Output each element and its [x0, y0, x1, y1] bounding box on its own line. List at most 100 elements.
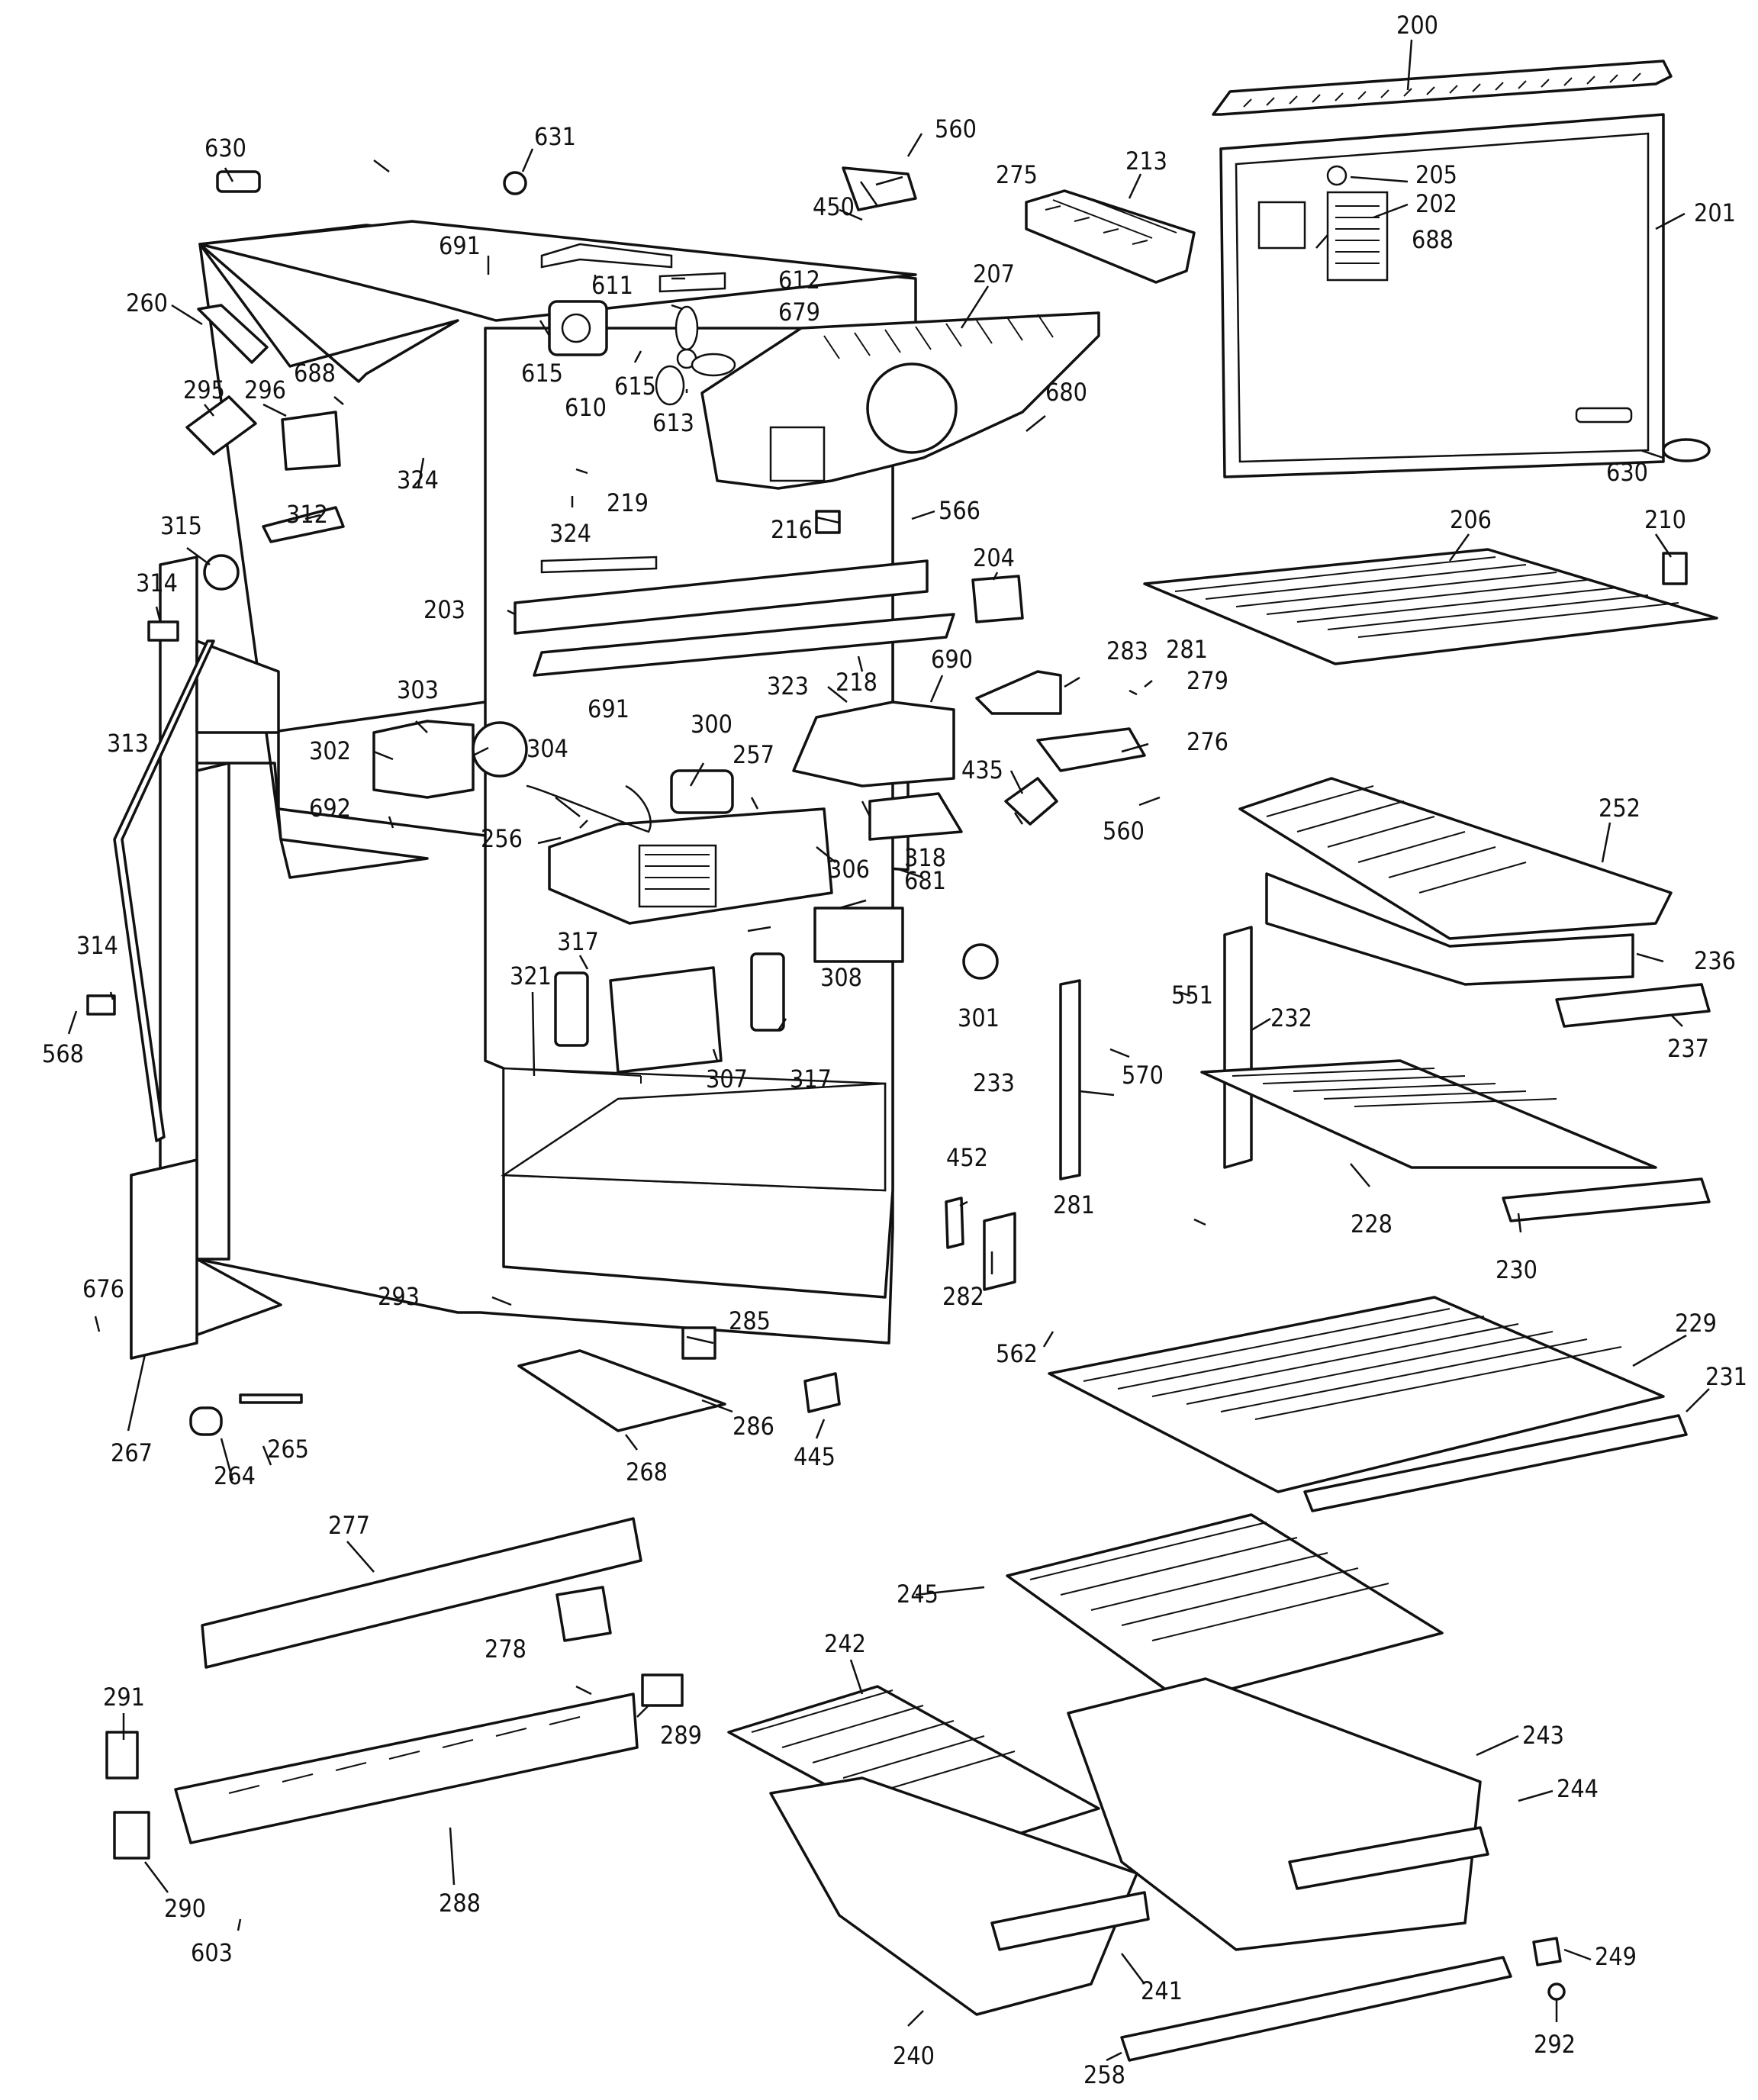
rail-232-drawing — [1223, 926, 1253, 1169]
crisper-drawer-243-drawing — [1067, 1677, 1482, 1951]
part-label-304: 304 — [526, 734, 568, 763]
pipe-260-drawing — [197, 304, 269, 364]
part-label-245: 245 — [897, 1580, 939, 1609]
part-label-202: 202 — [1415, 189, 1457, 218]
part-label-285: 285 — [729, 1306, 771, 1335]
part-label-691: 691 — [439, 231, 481, 260]
part-label-283: 283 — [1106, 636, 1148, 665]
drawer-236-drawing — [1265, 872, 1634, 986]
part-label-308: 308 — [820, 963, 862, 992]
part-label-289: 289 — [660, 1721, 702, 1750]
damper-drawing — [372, 720, 528, 799]
cover-308-drawing — [813, 907, 904, 963]
part-number-labels: 200 201 202 203 204 205 206 207 210 213 … — [42, 11, 1747, 2089]
part-label-257: 257 — [732, 740, 774, 769]
thermostat-drawing — [526, 769, 734, 833]
light-socket-drawing — [554, 971, 589, 1047]
part-label-315: 315 — [160, 511, 202, 540]
part-label-277: 277 — [328, 1511, 370, 1540]
part-label-615-right: 615 — [614, 372, 656, 401]
leader-lines — [67, 39, 1710, 2062]
bracket-612-drawing — [658, 272, 726, 293]
bracket-290-drawing — [113, 1811, 150, 1860]
grommet-631-drawing — [503, 171, 527, 195]
part-label-324-lower: 324 — [549, 519, 591, 548]
ice-tray-drawing — [1025, 189, 1196, 284]
part-label-200: 200 — [1396, 11, 1438, 40]
latch-630-door-drawing — [1662, 438, 1711, 462]
knob-301-drawing — [962, 943, 999, 980]
cover-296-drawing — [281, 411, 341, 471]
part-label-688-door: 688 — [1412, 225, 1454, 254]
fitting-315-drawing — [203, 554, 240, 591]
part-label-252: 252 — [1599, 794, 1640, 823]
part-label-213: 213 — [1125, 147, 1167, 176]
harness-445-drawing — [803, 1372, 841, 1413]
part-label-278: 278 — [485, 1635, 526, 1664]
part-label-207: 207 — [973, 259, 1015, 288]
hinge-204-drawing — [971, 575, 1024, 623]
wire-shelf-228-drawing — [1200, 1059, 1657, 1169]
part-label-631: 631 — [534, 122, 576, 151]
tube-312-drawing — [262, 506, 345, 543]
part-label-321: 321 — [510, 961, 552, 990]
screw-292-drawing — [1547, 1982, 1566, 2001]
part-label-231: 231 — [1705, 1362, 1747, 1391]
part-label-312: 312 — [286, 500, 328, 529]
hinge-276-drawing — [1036, 727, 1146, 772]
part-label-318: 318 — [904, 843, 946, 872]
part-label-286: 286 — [732, 1412, 774, 1441]
part-label-229: 229 — [1675, 1309, 1717, 1338]
part-label-290: 290 — [164, 1894, 206, 1923]
part-label-611: 611 — [591, 271, 633, 300]
drawer-handle-241-drawing — [990, 1891, 1150, 1951]
part-label-268: 268 — [626, 1457, 668, 1486]
part-label-551: 551 — [1171, 981, 1213, 1010]
part-label-307: 307 — [706, 1064, 748, 1093]
part-label-203: 203 — [423, 595, 465, 624]
crisper-cover-245-drawing — [1006, 1513, 1444, 1703]
part-label-232: 232 — [1270, 1003, 1312, 1032]
part-label-435: 435 — [961, 755, 1003, 784]
handle-435-drawing — [1004, 777, 1058, 826]
grille-288-drawing — [174, 1693, 639, 1844]
part-label-204: 204 — [973, 543, 1015, 572]
part-label-288: 288 — [439, 1889, 481, 1918]
part-label-291: 291 — [103, 1683, 145, 1712]
roller-264-drawing — [189, 1406, 223, 1436]
evaporator-cover-drawing — [700, 311, 1100, 490]
fan-blade-drawing — [655, 305, 736, 406]
part-label-562: 562 — [996, 1339, 1038, 1368]
shelf-trim-230-drawing — [1502, 1177, 1711, 1222]
wire-shelf-206-drawing — [1143, 548, 1718, 665]
part-label-630-door: 630 — [1606, 458, 1648, 487]
part-label-216: 216 — [771, 515, 813, 544]
part-label-242: 242 — [824, 1629, 866, 1658]
part-label-230: 230 — [1496, 1255, 1537, 1284]
part-label-613: 613 — [652, 408, 694, 437]
control-housing-drawing — [548, 807, 833, 925]
shelf-252-drawing — [1238, 777, 1673, 940]
bracket-277-drawing — [201, 1517, 642, 1669]
part-label-201: 201 — [1694, 198, 1736, 227]
caster-278-drawing — [555, 1586, 612, 1642]
hinge-282-drawing — [983, 1212, 1016, 1291]
part-label-244: 244 — [1557, 1774, 1599, 1803]
clip-210-drawing — [1662, 552, 1688, 585]
part-label-630: 630 — [204, 134, 246, 163]
part-label-281-lower: 281 — [1053, 1190, 1095, 1219]
part-label-303: 303 — [397, 675, 439, 704]
hinge-452-drawing — [945, 1197, 964, 1249]
clip-314-lower-drawing — [86, 994, 116, 1016]
light-socket-right-drawing — [750, 952, 785, 1032]
part-label-615: 615 — [521, 359, 563, 388]
door-rail-drawing — [1212, 60, 1673, 116]
part-label-612: 612 — [778, 266, 820, 295]
part-label-690: 690 — [931, 645, 973, 674]
part-label-324: 324 — [397, 465, 439, 494]
light-shield-drawing — [609, 966, 723, 1074]
part-label-281: 281 — [1166, 635, 1208, 664]
bolt-265-drawing — [239, 1393, 303, 1404]
fan-motor-drawing — [548, 300, 608, 356]
